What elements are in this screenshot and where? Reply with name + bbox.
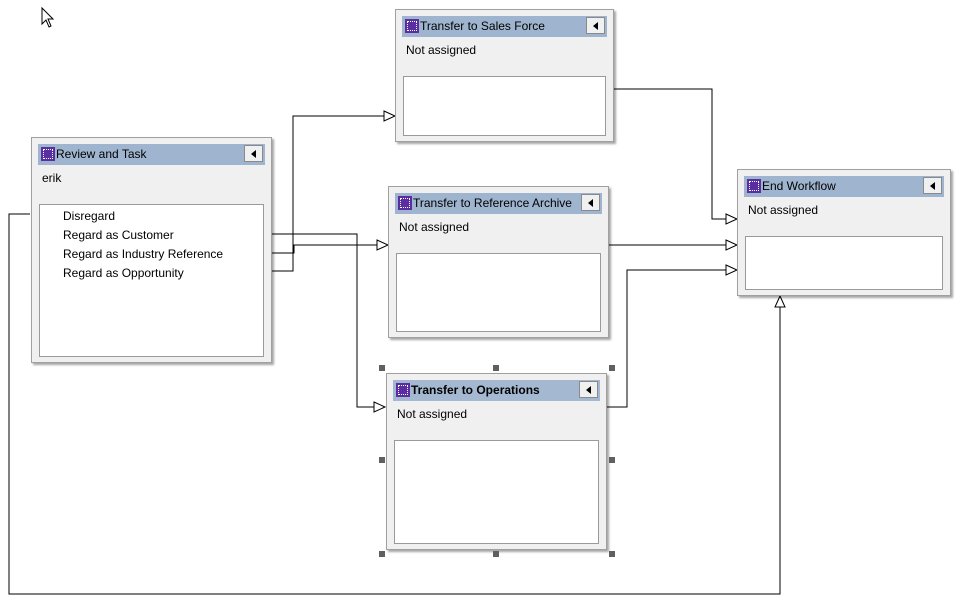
selection-handle-right[interactable]	[609, 457, 615, 463]
outcome-list: Disregard Regard as Customer Regard as I…	[39, 204, 264, 357]
connector-disregard-to-end	[8, 213, 781, 595]
mouse-cursor-icon	[41, 6, 55, 28]
node-transfer-to-sales-force[interactable]: Transfer to Sales Force Not assigned	[395, 9, 614, 142]
collapse-arrow-icon[interactable]	[586, 17, 605, 34]
outcome-list	[396, 253, 601, 332]
node-assignee: Not assigned	[399, 220, 470, 234]
selection-handle-bottom-right[interactable]	[609, 551, 615, 557]
arrowhead-end-2	[725, 239, 739, 251]
arrowhead-end-bottom	[774, 294, 786, 308]
connector-reference-to-archive	[272, 244, 382, 254]
node-assignee: erik	[42, 171, 62, 185]
collapse-arrow-icon[interactable]	[579, 381, 598, 398]
collapse-arrow-icon[interactable]	[581, 194, 600, 211]
node-review-and-task[interactable]: Review and Task erik Disregard Regard as…	[31, 137, 272, 363]
node-titlebar[interactable]: Transfer to Operations	[393, 380, 600, 401]
node-assignee: Not assigned	[406, 43, 477, 57]
node-title: Review and Task	[56, 147, 147, 161]
collapse-arrow-icon[interactable]	[244, 145, 263, 162]
node-title: Transfer to Operations	[411, 383, 540, 397]
node-titlebar[interactable]: End Workflow	[744, 176, 944, 197]
collapse-arrow-icon[interactable]	[923, 177, 942, 194]
selection-handle-bottom-left[interactable]	[379, 551, 385, 557]
arrowhead-end-1	[725, 213, 739, 225]
node-titlebar[interactable]: Transfer to Reference Archive	[395, 193, 602, 214]
outcome-list	[403, 76, 606, 136]
node-title: End Workflow	[762, 179, 836, 193]
activity-icon	[747, 179, 761, 193]
selection-handle-left[interactable]	[379, 457, 385, 463]
connector-opportunity-to-sales	[272, 115, 388, 272]
outcome-list	[745, 236, 943, 290]
outcome-regard-as-customer[interactable]: Regard as Customer	[63, 228, 174, 242]
node-end-workflow[interactable]: End Workflow Not assigned	[737, 169, 951, 296]
arrowhead-archive	[376, 239, 390, 251]
activity-icon	[398, 196, 412, 210]
node-assignee: Not assigned	[397, 407, 468, 421]
outcome-list	[394, 440, 599, 544]
arrowhead-operations	[373, 401, 387, 413]
selection-handle-bottom[interactable]	[493, 551, 499, 557]
selection-handle-top-left[interactable]	[379, 365, 385, 371]
connector-operations-to-end	[607, 269, 730, 408]
node-titlebar[interactable]: Review and Task	[38, 144, 265, 165]
activity-icon	[41, 147, 55, 161]
node-title: Transfer to Reference Archive	[413, 196, 572, 210]
activity-icon	[405, 19, 419, 33]
arrowhead-sales	[383, 110, 397, 122]
selection-handle-top-right[interactable]	[609, 365, 615, 371]
activity-icon	[396, 383, 410, 397]
selection-handle-top[interactable]	[493, 365, 499, 371]
node-transfer-to-operations[interactable]: Transfer to Operations Not assigned	[386, 373, 607, 550]
node-transfer-to-reference-archive[interactable]: Transfer to Reference Archive Not assign…	[388, 186, 609, 338]
outcome-regard-as-industry-reference[interactable]: Regard as Industry Reference	[63, 247, 224, 261]
node-assignee: Not assigned	[748, 203, 819, 217]
node-titlebar[interactable]: Transfer to Sales Force	[402, 16, 607, 37]
connector-customer-to-operations	[272, 233, 382, 408]
node-title: Transfer to Sales Force	[420, 19, 545, 33]
arrowhead-end-3	[725, 264, 739, 276]
outcome-disregard[interactable]: Disregard	[63, 209, 116, 223]
connector-sales-to-end	[614, 88, 730, 220]
outcome-regard-as-opportunity[interactable]: Regard as Opportunity	[63, 266, 184, 280]
